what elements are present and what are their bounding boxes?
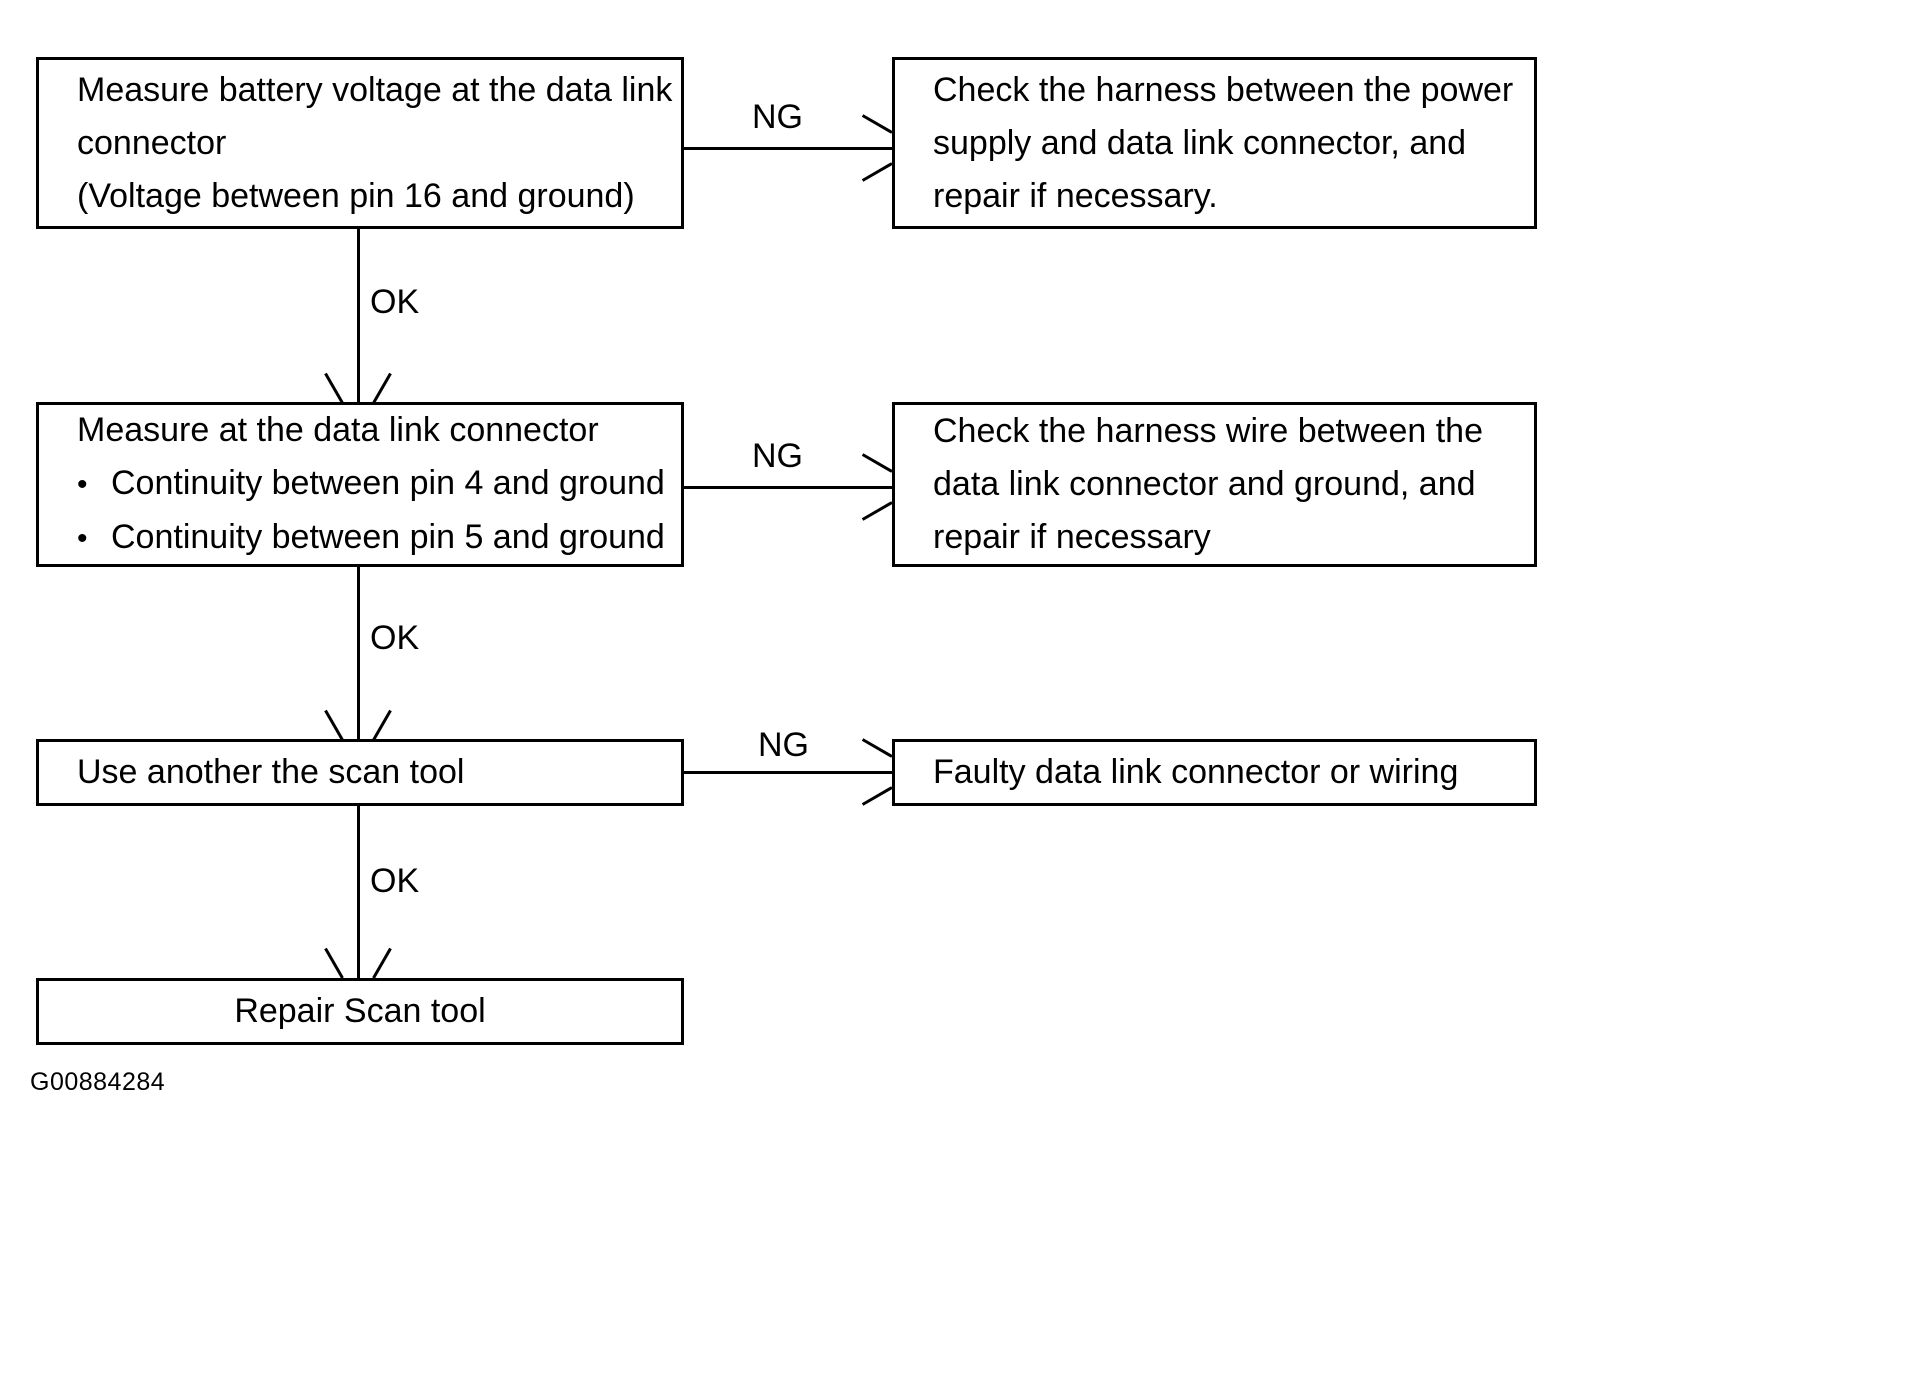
edge-label-ng-3: NG	[758, 726, 809, 764]
edge-ok-3-line	[357, 806, 360, 978]
node-measure-battery-voltage[interactable]: Measure battery voltage at the data link…	[36, 57, 684, 229]
edge-ok-1-arrowhead	[337, 369, 379, 403]
edge-ng-1-line	[684, 147, 892, 150]
node-line: Check the harness wire between the	[933, 412, 1483, 450]
node-line: Measure battery voltage at the data link	[77, 70, 673, 109]
node-line: (Voltage between pin 16 and ground)	[77, 176, 635, 215]
node-line: connector	[77, 123, 227, 162]
node-line: repair if necessary	[933, 518, 1211, 556]
node-line: Faulty data link connector or wiring	[933, 753, 1459, 791]
edge-label-ng-2: NG	[752, 437, 803, 475]
edge-label-ok-3: OK	[370, 862, 420, 900]
edge-ng-2-arrowhead	[858, 466, 892, 508]
node-bullet-text: Continuity between pin 4 and ground	[111, 464, 665, 502]
node-line: supply and data link connector, and	[933, 123, 1467, 162]
edge-ok-1-line	[357, 229, 360, 403]
edge-label-ng-1: NG	[752, 98, 803, 136]
bullet-dot-icon: •	[77, 522, 88, 555]
edge-ng-3-line	[684, 771, 892, 774]
node-line: Check the harness between the power	[933, 70, 1514, 109]
edge-ok-2-line	[357, 567, 360, 740]
edge-ng-1-arrowhead	[858, 127, 892, 169]
edge-ok-2-arrowhead	[337, 706, 379, 740]
node-bullet-text: Continuity between pin 5 and ground	[111, 518, 665, 556]
edge-label-ok-1: OK	[370, 283, 420, 321]
edge-label-ok-2: OK	[370, 619, 420, 657]
node-use-another-scan-tool[interactable]: Use another the scan tool	[36, 739, 684, 806]
node-line: Repair Scan tool	[234, 992, 486, 1030]
node-line: Use another the scan tool	[77, 753, 465, 791]
node-bullet-item: • Continuity between pin 4 and ground	[39, 457, 681, 511]
node-bullet-item: • Continuity between pin 5 and ground	[39, 511, 681, 565]
node-check-harness-wire-ground[interactable]: Check the harness wire between the data …	[892, 402, 1537, 567]
bullet-dot-icon: •	[77, 468, 88, 501]
node-heading: Measure at the data link connector	[77, 411, 599, 449]
node-faulty-data-link-connector[interactable]: Faulty data link connector or wiring	[892, 739, 1537, 806]
node-line: data link connector and ground, and	[933, 465, 1476, 503]
edge-ng-2-line	[684, 486, 892, 489]
node-repair-scan-tool[interactable]: Repair Scan tool	[36, 978, 684, 1045]
node-measure-at-data-link-connector[interactable]: Measure at the data link connector • Con…	[36, 402, 684, 567]
figure-id-label: G00884284	[30, 1068, 166, 1096]
edge-ng-3-arrowhead	[858, 751, 892, 793]
edge-ok-3-arrowhead	[337, 944, 379, 978]
node-line: repair if necessary.	[933, 176, 1218, 215]
node-check-harness-power-supply[interactable]: Check the harness between the power supp…	[892, 57, 1537, 229]
